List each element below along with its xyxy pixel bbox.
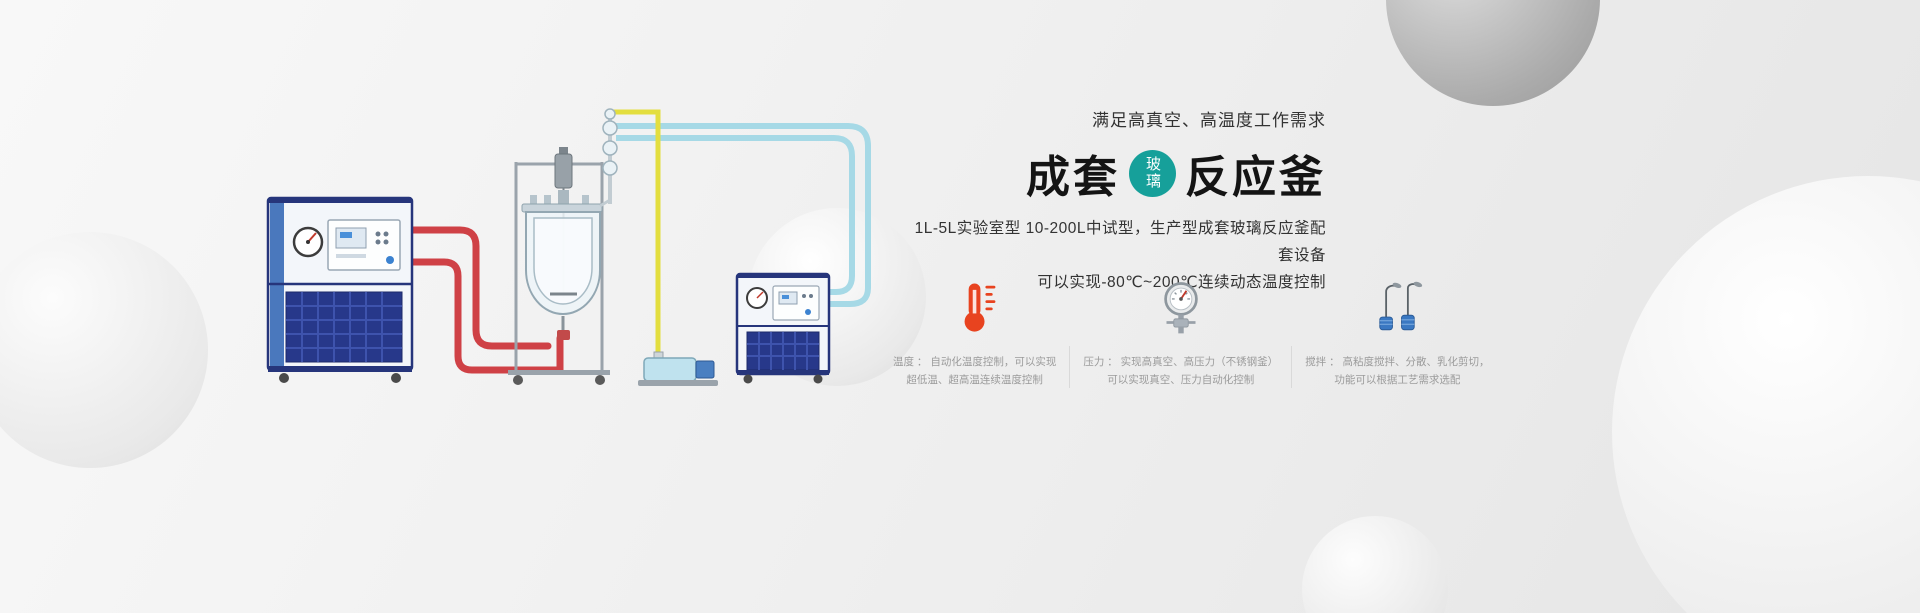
caster-wheel <box>813 374 823 384</box>
feature-text: 超低温、超高温连续温度控制 <box>906 373 1043 386</box>
circulator-large <box>266 196 414 383</box>
decor-sphere-top-right <box>1386 0 1600 106</box>
feature-text: 可以实现真空、压力自动化控制 <box>1107 373 1255 386</box>
feature-temperature: 温度 ： 自动化温度控制，可以实现 超低温、超高温连续温度控制 <box>880 268 1069 390</box>
page-title: 成套 玻璃 反应釜 <box>906 141 1326 205</box>
caster-wheel <box>595 375 605 385</box>
vent-grille <box>746 331 820 371</box>
caster-wheel <box>391 373 401 383</box>
condenser-column <box>599 108 618 208</box>
pressure-gauge-icon <box>1083 268 1278 340</box>
feature-list: 温度 ： 自动化温度控制，可以实现 超低温、超高温连续温度控制 <box>880 268 1503 390</box>
title-right: 反应釜 <box>1185 153 1326 202</box>
pressure-dial <box>292 226 324 258</box>
caster-wheel <box>279 373 289 383</box>
feature-text: 温度 ： 自动化温度控制，可以实现 <box>893 356 1057 368</box>
decor-sphere-right-large <box>1612 176 1920 613</box>
glass-vessel <box>525 211 601 315</box>
coolant-tubes-blue <box>616 123 871 307</box>
tagline: 满足高真空、高温度工作需求 <box>1092 111 1326 130</box>
feature-pressure: 压力 ： 实现高真空、高压力（不锈钢釜） 可以实现真空、压力自动化控制 <box>1070 268 1291 390</box>
glass-badge-text: 玻璃 <box>1144 156 1161 190</box>
yellow-tube <box>610 109 661 360</box>
thermometer-icon <box>893 268 1056 340</box>
headline-block: 满足高真空、高温度工作需求 成套 玻璃 反应釜 1L-5L实验室型 10-200… <box>906 106 1326 296</box>
red-tubes <box>404 226 564 374</box>
stirrer-icon <box>1305 268 1489 340</box>
bottom-drain-valve <box>557 316 570 340</box>
subtitle-line1: 1L-5L实验室型 10-200L中试型，生产型成套玻璃反应釜配套设备 <box>914 220 1326 265</box>
vent-grille <box>285 291 403 363</box>
glass-reactor <box>508 108 618 385</box>
decor-sphere-bottom <box>1302 516 1448 613</box>
stirrer-motor <box>554 147 573 189</box>
control-panel <box>327 219 401 271</box>
title-left: 成套 <box>1026 153 1120 202</box>
feature-stirring: 搅拌 ： 高粘度搅拌、分散、乳化剪切， 功能可以根据工艺需求选配 <box>1292 268 1502 390</box>
feature-divider <box>1291 345 1293 388</box>
feature-text: 搅拌 ： 高粘度搅拌、分散、乳化剪切， <box>1305 356 1490 368</box>
vacuum-pump <box>638 351 718 386</box>
equipment-illustration <box>266 108 871 386</box>
reactor-lid <box>521 190 603 213</box>
feature-text: 压力 ： 实现高真空、高压力（不锈钢釜） <box>1083 356 1279 368</box>
control-panel <box>772 285 820 321</box>
caster-wheel <box>743 374 753 384</box>
decor-sphere-left <box>0 232 208 468</box>
feature-text: 功能可以根据工艺需求选配 <box>1334 373 1461 386</box>
caster-wheel <box>513 375 523 385</box>
glass-badge: 玻璃 <box>1129 149 1176 197</box>
circulator-small <box>735 272 831 384</box>
feature-divider <box>1069 345 1071 388</box>
